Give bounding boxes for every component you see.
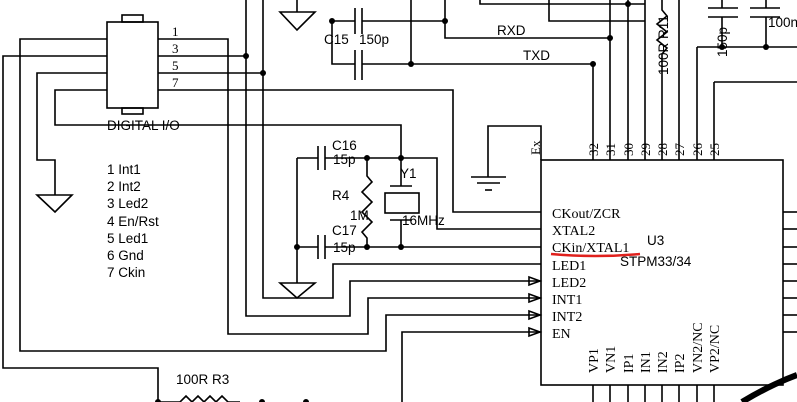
chip-pin-ex: Ex bbox=[528, 140, 543, 155]
svg-text:VP1: VP1 bbox=[587, 348, 602, 373]
svg-text:28: 28 bbox=[655, 143, 670, 156]
c16-value: 15p bbox=[333, 152, 356, 167]
c17-label: C17 bbox=[332, 223, 357, 238]
ground-icon bbox=[278, 11, 317, 32]
chip-u3: Ex 32 31 30 29 28 27 26 25 CKout/ZCR XTA… bbox=[528, 140, 784, 386]
cap-value: 150p bbox=[715, 27, 730, 57]
svg-text:INT1: INT1 bbox=[552, 293, 582, 308]
chip-left-pin-labels: CKout/ZCR XTAL2 CKin/XTAL1 LED1 LED2 INT… bbox=[552, 207, 629, 342]
pinout-item: 6 Gnd bbox=[107, 248, 144, 263]
svg-text:IP1: IP1 bbox=[622, 354, 637, 373]
c17-value: 15p bbox=[333, 240, 356, 255]
connector-pin-number: 3 bbox=[172, 41, 179, 56]
capacitor-top-right: 150p 100n bbox=[708, 7, 797, 57]
junctions bbox=[155, 1, 769, 402]
svg-text:29: 29 bbox=[638, 143, 653, 156]
svg-text:26: 26 bbox=[690, 143, 705, 157]
svg-text:VN1: VN1 bbox=[604, 346, 619, 373]
input-arrow-icons bbox=[528, 275, 543, 338]
r11-label: 100R R11 bbox=[656, 15, 671, 75]
svg-text:XTAL2: XTAL2 bbox=[552, 224, 595, 239]
r4-label: R4 bbox=[332, 188, 350, 203]
c16-label: C16 bbox=[332, 138, 357, 153]
svg-text:IP2: IP2 bbox=[673, 354, 688, 373]
svg-text:IN2: IN2 bbox=[656, 351, 671, 373]
highlight-underline bbox=[550, 252, 641, 258]
chip-ref: U3 bbox=[647, 233, 664, 248]
svg-text:LED2: LED2 bbox=[552, 276, 586, 291]
resistor-r4: R4 1M bbox=[332, 158, 374, 247]
r4-value: 1M bbox=[350, 208, 369, 223]
connector-pin-number: 1 bbox=[172, 24, 179, 39]
capacitor-c17: C17 15p bbox=[317, 223, 357, 259]
y1-label: Y1 bbox=[400, 166, 417, 181]
chip-top-pin-numbers: 32 31 30 29 28 27 26 25 bbox=[586, 143, 722, 157]
earth-ground-icon bbox=[471, 176, 506, 191]
ground-icon bbox=[34, 194, 74, 214]
pinout-item: 3 Led2 bbox=[107, 196, 148, 211]
svg-text:CKout/ZCR: CKout/ZCR bbox=[552, 207, 621, 222]
svg-text:CKin/XTAL1: CKin/XTAL1 bbox=[552, 241, 629, 256]
pinout-item: 5 Led1 bbox=[107, 231, 148, 246]
capacitor-c16: C16 15p bbox=[317, 138, 357, 170]
svg-text:27: 27 bbox=[672, 143, 687, 157]
net-label-rxd: RXD bbox=[497, 23, 526, 38]
svg-text:31: 31 bbox=[603, 143, 618, 156]
connector-pin-number: 5 bbox=[172, 58, 179, 73]
pinout-item: 1 Int1 bbox=[107, 162, 141, 177]
y1-value: 16MHz bbox=[402, 213, 445, 228]
cap-value: 100n bbox=[768, 15, 797, 30]
r3-label: 100R R3 bbox=[176, 372, 229, 387]
svg-text:32: 32 bbox=[586, 143, 601, 156]
svg-text:LED1: LED1 bbox=[552, 259, 586, 274]
pinout-item: 4 En/Rst bbox=[107, 214, 159, 229]
svg-text:VN2/NC: VN2/NC bbox=[691, 322, 706, 373]
ground-icon bbox=[277, 282, 318, 300]
net-label-txd: TXD bbox=[523, 48, 550, 63]
svg-text:EN: EN bbox=[552, 327, 571, 342]
svg-text:25: 25 bbox=[707, 143, 722, 156]
c15-value: 150p bbox=[359, 32, 389, 47]
resistor-r3: 100R R3 bbox=[158, 372, 240, 402]
pinout-item: 2 Int2 bbox=[107, 179, 141, 194]
connector-pinout-list: 1 Int1 2 Int2 3 Led2 4 En/Rst 5 Led1 6 G… bbox=[107, 162, 159, 280]
connector-pin-number: 7 bbox=[172, 75, 179, 90]
capacitor-c15: C15 150p bbox=[324, 8, 389, 80]
svg-text:IN1: IN1 bbox=[639, 351, 654, 373]
pinout-item: 7 Ckin bbox=[107, 265, 145, 280]
chip-bottom-pin-labels: VP1 VN1 IP1 IN1 IN2 IP2 VN2/NC VP2/NC bbox=[587, 322, 723, 373]
thick-curve-stroke bbox=[740, 372, 797, 402]
svg-text:INT2: INT2 bbox=[552, 310, 582, 325]
digital-io-connector: DIGITAL I/O 1 3 5 7 bbox=[106, 14, 180, 133]
c15-label: C15 bbox=[324, 32, 349, 47]
chip-part-number: STPM33/34 bbox=[620, 254, 692, 269]
crystal-y1: Y1 16MHz bbox=[384, 158, 445, 247]
svg-text:VP2/NC: VP2/NC bbox=[708, 325, 723, 373]
svg-text:30: 30 bbox=[621, 143, 636, 156]
resistor-r11: 100R R11 bbox=[655, 0, 671, 75]
